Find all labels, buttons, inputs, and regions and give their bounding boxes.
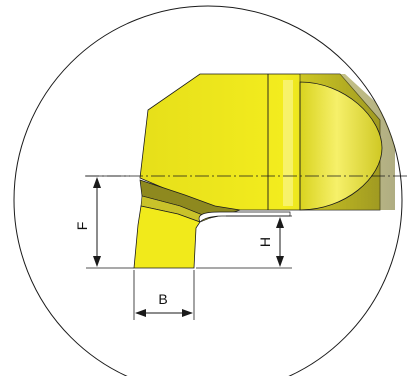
cylinder-highlight: [283, 80, 293, 206]
insert-relief-curve: [198, 211, 291, 223]
dimension-h: H: [196, 215, 292, 269]
dimension-h-label: H: [257, 237, 273, 247]
dimension-b-label: B: [158, 291, 167, 307]
insert-end-face: [299, 81, 383, 211]
detail-circle: [13, 5, 403, 376]
dimension-b: B: [133, 270, 195, 320]
insert-cutting-tip: [133, 205, 201, 269]
dimension-f-label: F: [74, 222, 90, 231]
dimension-f: F: [74, 175, 134, 269]
